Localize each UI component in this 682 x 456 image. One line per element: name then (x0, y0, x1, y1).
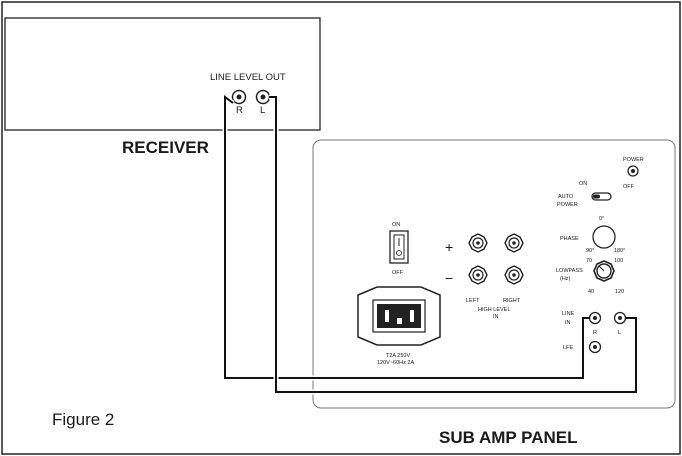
binding-post-right-plus (504, 233, 524, 253)
auto-power-slide-switch (591, 192, 612, 201)
power-inlet (357, 286, 441, 346)
power-switch-off-label: OFF (392, 270, 404, 276)
power-switch-on-label: ON (392, 222, 400, 228)
binding-post-right-minus (504, 265, 524, 285)
high-level-right-label: RIGHT (503, 298, 521, 304)
power-rocker-switch (389, 230, 409, 264)
phase-knob (592, 225, 616, 249)
lowpass-knob (593, 260, 615, 282)
lfe-jack (588, 340, 602, 354)
phase-label: PHASE (560, 236, 579, 242)
line-in-jack-r (588, 311, 602, 325)
cable-right-channel (222, 92, 589, 381)
sub-amp-panel (312, 139, 676, 409)
receiver-box (4, 17, 321, 131)
line-in-jack-l (613, 311, 627, 325)
lowpass-120-label: 120 (615, 289, 624, 295)
power-led (627, 165, 639, 177)
phase-180-label: 180° (614, 248, 625, 254)
line-in-l-label: L (618, 330, 621, 336)
receiver-jack-r (231, 89, 247, 105)
receiver-jack-l (255, 89, 271, 105)
auto-power-label-2: POWER (557, 202, 578, 208)
fuse-rating-line1: T2A 250V (386, 353, 410, 359)
lowpass-70-label: 70 (586, 258, 592, 264)
auto-on-label: ON (579, 181, 587, 187)
lowpass-40-label: 40 (588, 289, 594, 295)
high-level-label: HIGH LEVEL (478, 307, 510, 313)
phase-0-label: 0° (599, 216, 604, 222)
figure-label: Figure 2 (52, 410, 114, 429)
high-level-in-label: IN (493, 314, 499, 320)
cable-left-channel (269, 94, 639, 395)
high-level-left-label: LEFT (466, 298, 480, 304)
power-led-label: POWER (623, 157, 644, 163)
binding-post-left-minus (468, 265, 488, 285)
lowpass-label: LOWPASS (556, 268, 583, 274)
auto-off-label: OFF (623, 184, 635, 190)
line-in-label-2: IN (565, 320, 571, 326)
phase-90-label: 90° (586, 248, 594, 254)
auto-power-label-1: AUTO (558, 194, 574, 200)
line-in-r-label: R (593, 330, 597, 336)
line-level-out-label: LINE LEVEL OUT (210, 72, 286, 83)
lfe-label: LFE (563, 345, 573, 351)
sub-amp-panel-title: SUB AMP PANEL (439, 428, 578, 447)
plus-sign: + (445, 239, 453, 255)
fuse-rating-line2: 120V~60Hz 2A (377, 360, 414, 366)
lowpass-unit-label: (Hz) (560, 276, 571, 282)
minus-sign: − (445, 270, 453, 286)
receiver-jack-l-label: L (260, 105, 265, 116)
binding-post-left-plus (468, 233, 488, 253)
receiver-jack-r-label: R (236, 105, 243, 116)
receiver-title: RECEIVER (122, 138, 209, 157)
line-in-label-1: LINE (562, 311, 575, 317)
lowpass-100-label: 100 (614, 258, 623, 264)
